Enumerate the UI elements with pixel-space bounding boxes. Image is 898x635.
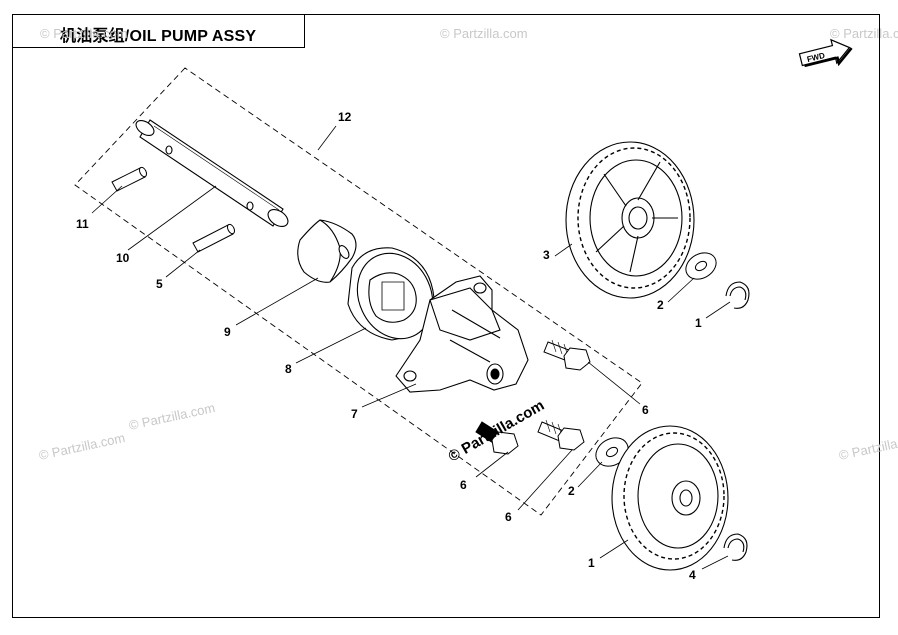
assembly-boundary	[74, 67, 643, 516]
callout-11: 11	[76, 217, 89, 231]
fwd-label: FWD	[806, 51, 826, 64]
callout-1-lower: 4	[689, 568, 696, 582]
callout-2-upper: 2	[657, 298, 664, 312]
callout-6-lower-left: 6	[460, 478, 467, 492]
callout-6-right: 6	[642, 403, 649, 417]
diagram-title: 机油泵组/OIL PUMP ASSY	[60, 28, 257, 45]
bolt-part-6-middle	[537, 419, 585, 451]
watermark-right: © Partzilla.com	[838, 430, 898, 463]
watermark-top-left: © Partzilla.com	[40, 26, 128, 41]
watermark-top-right: © Partzilla.com	[830, 26, 898, 41]
callout-9: 9	[224, 325, 231, 339]
gear-part-3	[565, 141, 695, 299]
callout-1-upper: 1	[695, 316, 702, 330]
shaft-part-10	[135, 119, 289, 228]
drawing-frame	[12, 14, 880, 618]
bolt-part-6-lower	[475, 421, 519, 455]
pin-part-5	[192, 223, 236, 253]
callout-7: 7	[351, 407, 358, 421]
callout-12: 12	[338, 110, 352, 124]
callout-2-lower: 2	[568, 484, 575, 498]
pin-part-11	[111, 166, 148, 192]
leader-lines	[91, 125, 731, 570]
callout-8: 8	[285, 362, 292, 376]
outer-rotor-part-8	[347, 247, 435, 341]
callout-5: 5	[156, 277, 163, 291]
callout-3: 3	[543, 248, 550, 262]
bolt-part-6-upper	[543, 339, 591, 371]
watermark-center: © Partzilla.com	[446, 397, 548, 466]
title-box	[12, 14, 305, 48]
fwd-arrow-icon: FWD	[798, 38, 853, 68]
washer-part-2-lower	[595, 437, 629, 467]
washer-part-2-upper	[685, 252, 717, 280]
watermark-left: © Partzilla.com	[38, 430, 127, 463]
callout-4: 1	[588, 556, 595, 570]
watermark-top-center: © Partzilla.com	[440, 26, 528, 41]
gear-part-4	[611, 425, 729, 571]
circlip-part-1-lower	[723, 533, 748, 561]
pump-body-part-7	[395, 275, 529, 393]
inner-rotor-part-9	[297, 219, 357, 283]
callout-10: 10	[116, 251, 130, 265]
circlip-part-1-upper	[725, 281, 750, 309]
watermark-mid-left: © Partzilla.com	[128, 400, 217, 433]
callout-6-lower: 6	[505, 510, 512, 524]
